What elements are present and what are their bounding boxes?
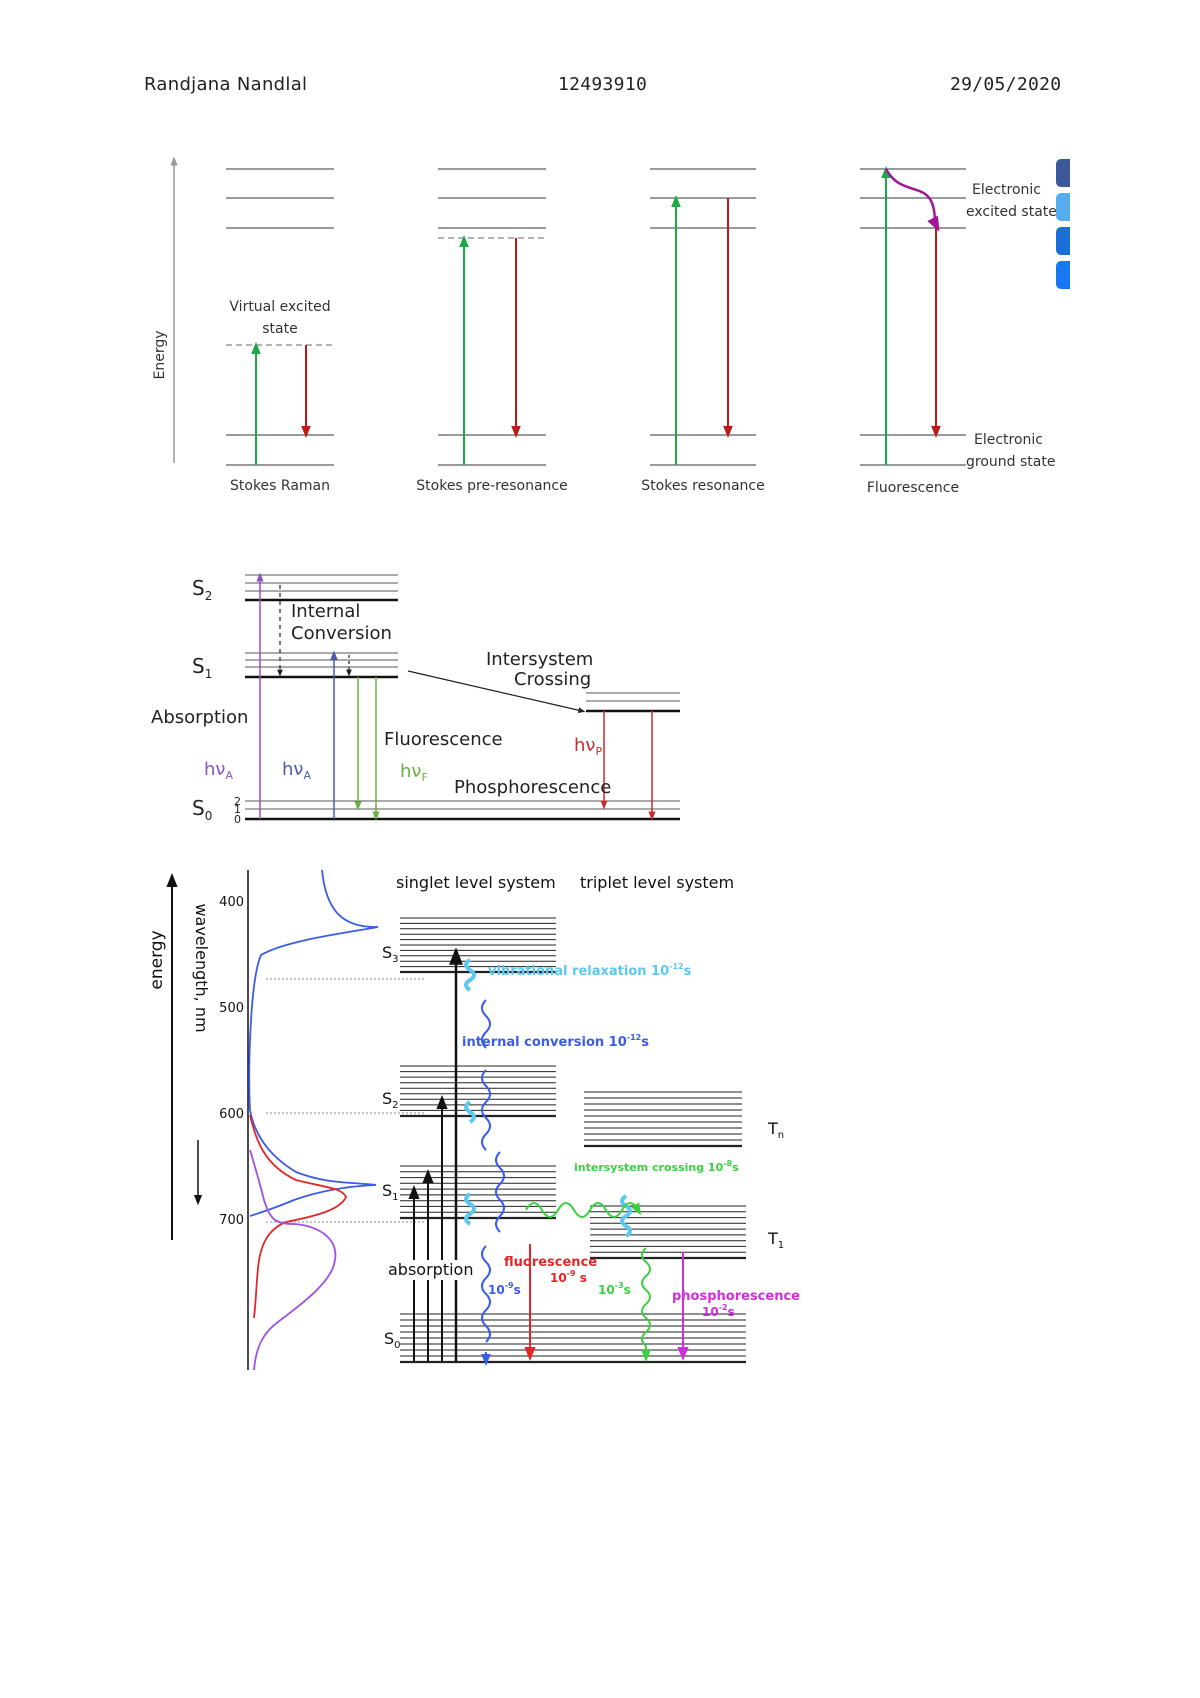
virtual-state-label: Virtual excited bbox=[229, 299, 330, 315]
tick-600: 600 bbox=[219, 1107, 244, 1122]
s2-levels bbox=[245, 574, 398, 602]
tn-label: Tn bbox=[767, 1119, 784, 1141]
phosphorescence-time-label: 10-2s bbox=[702, 1303, 735, 1319]
excited-state-label-2: excited state bbox=[966, 204, 1057, 220]
internal-conversion-label: Internal bbox=[291, 601, 360, 622]
ground-state-label-2: ground state bbox=[966, 454, 1055, 470]
internal-conversion-label: internal conversion 10-12s bbox=[462, 1033, 649, 1050]
isc-return-wave bbox=[641, 1247, 651, 1347]
detailed-jablonski-diagram: energy wavelength, nm 400 500 600 700 si… bbox=[147, 870, 800, 1370]
virtual-state-label-2: state bbox=[262, 321, 297, 337]
ic-time-label: 10-9s bbox=[488, 1281, 521, 1297]
intersystem-crossing-wave bbox=[525, 1202, 641, 1218]
energy-axis-label: Energy bbox=[152, 330, 168, 379]
panel-stokes-pre-resonance: Stokes pre-resonance bbox=[416, 168, 568, 494]
panel-label: Stokes resonance bbox=[641, 478, 764, 494]
s2-levels bbox=[400, 1065, 556, 1118]
s0-label: S0 bbox=[384, 1329, 401, 1351]
singlet-title: singlet level system bbox=[396, 873, 556, 892]
absorption-label: absorption bbox=[388, 1260, 473, 1279]
panel-label: Stokes pre-resonance bbox=[416, 478, 567, 494]
s3-label: S3 bbox=[382, 943, 399, 965]
hv-p-label: hνP bbox=[574, 735, 602, 758]
s2-label: S2 bbox=[192, 576, 212, 603]
fluorescence-label: fluorescence bbox=[504, 1255, 597, 1270]
s2-label: S2 bbox=[382, 1089, 399, 1111]
vib-level-2: 2 bbox=[234, 795, 241, 808]
wavelength-label: wavelength, nm bbox=[192, 903, 211, 1032]
tick-700: 700 bbox=[219, 1213, 244, 1228]
vib-level-1: 1 bbox=[234, 803, 241, 816]
jablonski-diagram: S2 S1 S0 T1 2 1 0 Internal Conversion Ab… bbox=[151, 572, 680, 826]
panel-stokes-resonance: Stokes resonance bbox=[641, 168, 765, 494]
panel-fluorescence: Fluorescence Electronic excited state El… bbox=[860, 166, 1057, 496]
hv-a1-label: hνA bbox=[204, 759, 233, 782]
excited-state-label: Electronic bbox=[972, 182, 1041, 198]
ground-state-label: Electronic bbox=[974, 432, 1043, 448]
panel-stokes-raman: Virtual excited state Stokes Raman bbox=[226, 168, 334, 494]
hv-f-label: hνF bbox=[400, 761, 428, 784]
share-icons[interactable] bbox=[1056, 159, 1070, 289]
vibrational-relaxation-label: vibrational relaxation 10-12s bbox=[488, 962, 692, 979]
s1-levels bbox=[245, 652, 398, 679]
s1-label: S1 bbox=[382, 1181, 399, 1203]
s0-levels bbox=[400, 1313, 746, 1364]
wavelength-ticks: 400 500 600 700 bbox=[219, 895, 244, 1228]
t1-label: T1 bbox=[767, 1229, 784, 1251]
isc-label-2: Crossing bbox=[514, 669, 591, 690]
hv-a2-label: hνA bbox=[282, 759, 311, 782]
email-icon[interactable] bbox=[1056, 227, 1070, 255]
document-date: 29/05/2020 bbox=[950, 74, 1062, 95]
s0-label: S0 bbox=[192, 796, 212, 823]
twitter-icon[interactable] bbox=[1056, 193, 1070, 221]
fluorescence-label: Fluorescence bbox=[384, 729, 503, 750]
s3-levels bbox=[400, 917, 556, 974]
panel-label: Stokes Raman bbox=[230, 478, 330, 494]
student-id: 12493910 bbox=[558, 74, 648, 95]
s1-label: S1 bbox=[192, 654, 212, 681]
vibrational-relaxation-wave bbox=[464, 958, 632, 1238]
relaxation-arrow bbox=[884, 168, 940, 232]
s1-levels bbox=[400, 1165, 556, 1220]
vib-level-0: 0 bbox=[234, 813, 241, 826]
tn-levels bbox=[584, 1091, 742, 1148]
fluorescence-time-label: 10-9 s bbox=[550, 1269, 587, 1285]
spectrum-purple bbox=[249, 1149, 337, 1370]
facebook-icon[interactable] bbox=[1056, 159, 1070, 187]
energy-label: energy bbox=[147, 930, 167, 989]
intersystem-crossing-arrow bbox=[407, 670, 586, 714]
triplet-title: triplet level system bbox=[580, 873, 734, 892]
panel-label: Fluorescence bbox=[867, 480, 959, 496]
internal-conversion-label-2: Conversion bbox=[291, 623, 392, 644]
t1-levels bbox=[590, 1205, 746, 1260]
phosphorescence-label: Phosphorescence bbox=[454, 777, 611, 798]
internal-conversion-wave bbox=[481, 999, 505, 1343]
tick-400: 400 bbox=[219, 895, 244, 910]
share-icon[interactable] bbox=[1056, 261, 1070, 289]
isc-time-label: 10-3s bbox=[598, 1281, 631, 1297]
spectrum-blue bbox=[248, 870, 379, 1217]
isc-label: Intersystem bbox=[486, 649, 593, 670]
t1-levels bbox=[586, 692, 680, 713]
s0-levels bbox=[245, 800, 680, 821]
tick-500: 500 bbox=[219, 1001, 244, 1016]
author-name: Randjana Nandlal bbox=[144, 74, 308, 95]
phosphorescence-label: phosphorescence bbox=[672, 1289, 800, 1304]
spectrum-red bbox=[249, 1114, 347, 1319]
intersystem-crossing-label: intersystem crossing 10-8s bbox=[574, 1159, 739, 1174]
raman-energy-diagram: Energy Virtual excited state Stokes Rama… bbox=[152, 156, 1070, 496]
absorption-label: Absorption bbox=[151, 707, 248, 728]
